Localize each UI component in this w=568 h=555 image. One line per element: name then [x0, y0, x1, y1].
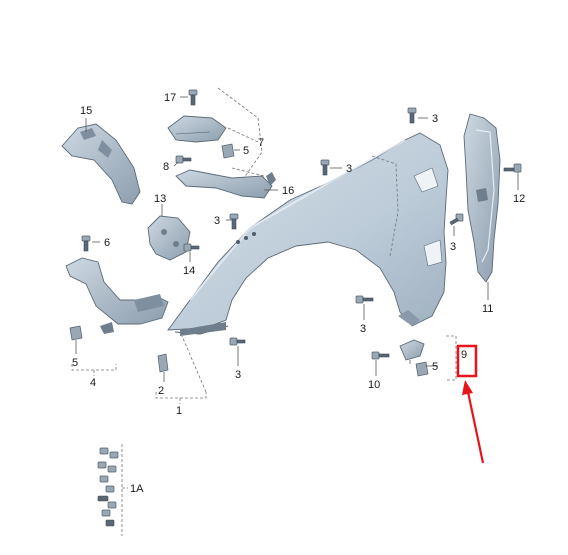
- fastener-kit-1a: [97, 447, 119, 527]
- callout-16: 16: [282, 185, 294, 197]
- part-11-rail: [463, 113, 501, 283]
- callout-3-top-b: 3: [346, 163, 352, 175]
- callout-3-top-a: 3: [432, 113, 438, 125]
- callout-5-top: 5: [243, 145, 249, 157]
- bolt-8: [175, 155, 192, 164]
- bolt-17: [188, 89, 198, 106]
- bolt-3-mid: [229, 213, 239, 230]
- callouts: 15 17 5 7 8 16 3 3 13 3 6 14 12 3 11 3 5…: [72, 92, 525, 495]
- callout-1a: 1A: [130, 483, 144, 495]
- callout-2: 2: [158, 385, 164, 397]
- callout-9: 9: [461, 349, 467, 361]
- fender-panel: [167, 132, 449, 336]
- callout-3-right: 3: [450, 241, 456, 253]
- bolt-3-top-b: [320, 159, 330, 176]
- nut-5-left: [69, 325, 83, 341]
- part-13-bracket: [147, 215, 191, 261]
- part-15-liner: [61, 123, 141, 205]
- leader-lines: [75, 96, 519, 382]
- callout-14: 14: [183, 265, 195, 277]
- bracket-9: [399, 339, 425, 361]
- part-7-bracket: [167, 115, 227, 143]
- highlight-box: [456, 344, 478, 378]
- part-4-support: [65, 257, 169, 334]
- part-16-bracket: [175, 169, 276, 199]
- callout-7: 7: [258, 137, 264, 149]
- bolt-10: [371, 351, 390, 360]
- callout-3-mid: 3: [214, 215, 220, 227]
- callout-4: 4: [90, 377, 96, 389]
- callout-5-left: 5: [72, 357, 78, 369]
- callout-13: 13: [154, 193, 166, 205]
- bolt-12: [503, 163, 522, 173]
- nut-5-right: [415, 361, 429, 377]
- bolt-3-top-a: [407, 107, 417, 124]
- nut-5-top: [221, 143, 235, 159]
- callout-5-right: 5: [432, 361, 438, 373]
- callout-11: 11: [482, 303, 493, 315]
- bolt-3-lower: [355, 295, 374, 304]
- callout-10: 10: [368, 379, 380, 391]
- callout-1: 1: [176, 405, 182, 417]
- callout-3-lower: 3: [360, 323, 366, 335]
- bolt-14: [183, 243, 200, 252]
- callout-12: 12: [513, 193, 525, 205]
- group-brackets: [71, 87, 457, 536]
- pointer-arrow: [462, 380, 485, 464]
- bolt-3-bottom: [229, 337, 246, 346]
- bolt-3-right: [449, 213, 464, 226]
- callout-3-bottom: 3: [235, 369, 241, 381]
- bolt-6: [81, 235, 91, 252]
- clip-2: [157, 353, 169, 373]
- callout-6: 6: [104, 237, 110, 249]
- callout-15: 15: [80, 105, 92, 117]
- callout-8: 8: [163, 161, 169, 173]
- callout-17: 17: [164, 92, 176, 104]
